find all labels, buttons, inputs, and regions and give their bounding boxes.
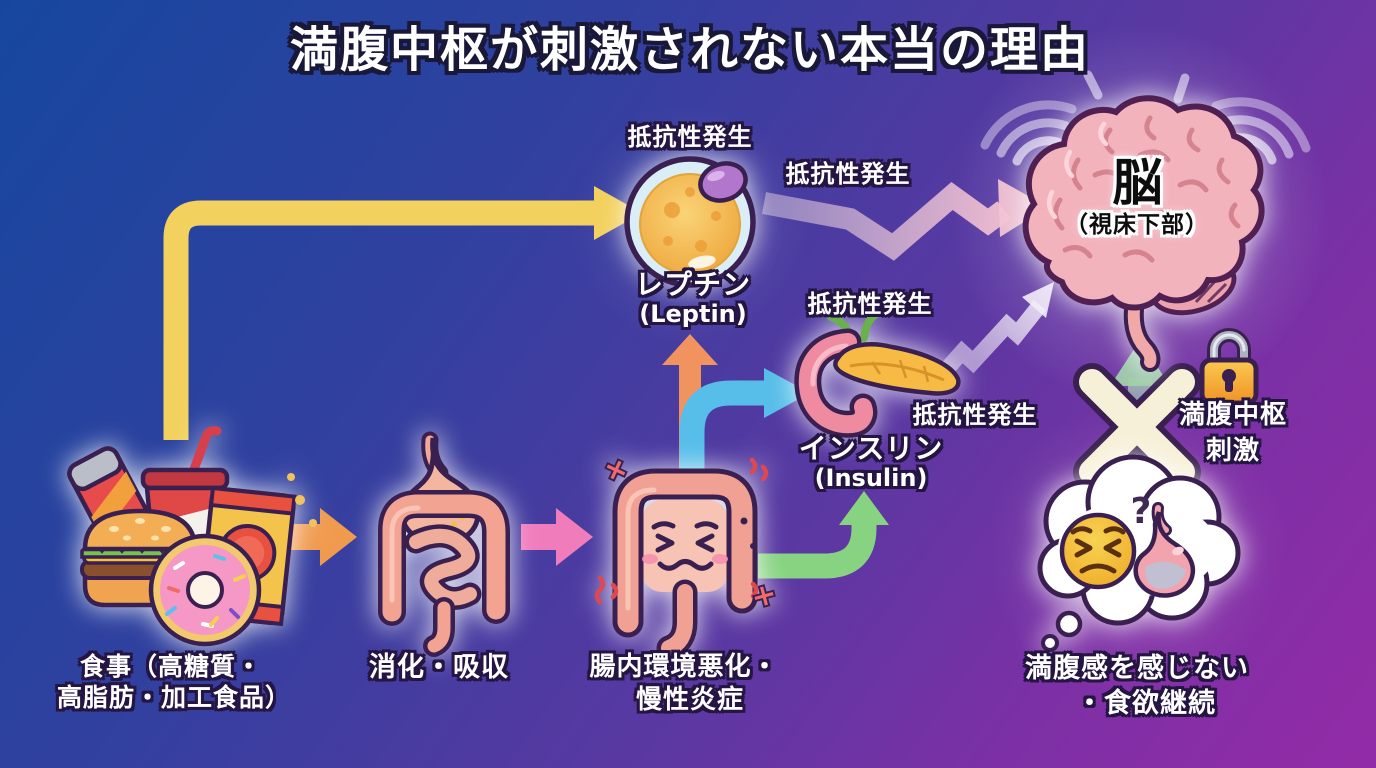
page-title: 満腹中枢が刺激されない本当の理由	[289, 22, 1091, 78]
gut-to-insulin-arrow	[758, 491, 889, 579]
food-label-line2: 高脂肪・加工食品）	[56, 683, 292, 712]
leptin-resistance-label: 抵抗性発生	[627, 123, 753, 151]
leptin-cell-icon	[624, 156, 756, 288]
pancreas-icon	[794, 308, 961, 438]
insulin-resistance-right-label: 抵抗性発生	[912, 401, 1038, 429]
thought-bubble-icon	[1037, 454, 1241, 652]
stomach-intestines-icon	[378, 431, 510, 657]
inflamed-gut-icon	[594, 457, 776, 661]
food-to-digestion-arrow	[286, 508, 357, 566]
microbe-spark	[604, 458, 628, 482]
x-mark-icon	[1073, 363, 1201, 491]
donut-icon	[148, 533, 262, 647]
insulin-name-label: インスリン	[798, 432, 944, 465]
stomach-icon	[1133, 502, 1196, 598]
brain-name-label: 脳	[1112, 154, 1164, 212]
fast-food-icon	[67, 426, 317, 647]
leptin-path-resistance-label: 抵抗性発生	[785, 160, 911, 188]
gut-label-line1: 腸内環境悪化・	[589, 652, 779, 682]
insulin-to-brain-zigzag-arrow	[922, 282, 1054, 396]
crumb	[309, 519, 317, 527]
thought-label-line2: ・食欲継続	[1076, 688, 1216, 719]
bubble-trail	[1041, 634, 1059, 652]
crumb	[295, 495, 305, 505]
microbe-spark	[752, 584, 776, 608]
question-mark: ?	[1130, 491, 1152, 532]
satiety-line1-label: 満腹中枢	[1178, 400, 1288, 430]
satiety-line2-label: 刺激	[1205, 436, 1261, 466]
brain-sub-label: （視床下部）	[1065, 212, 1209, 238]
gut-face	[651, 521, 719, 571]
gut-to-pancreas-arrow	[679, 368, 810, 490]
insulin-resistance-top-label: 抵抗性発生	[807, 290, 933, 318]
food-label-line1: 食事（高糖質・	[79, 652, 263, 681]
gut-label-line2: 慢性炎症	[635, 685, 745, 715]
distressed-face-icon	[1059, 512, 1137, 590]
brain-icon	[1022, 95, 1265, 372]
crumb	[287, 473, 295, 481]
inflammation-marks	[594, 457, 769, 605]
brain-highlights	[1046, 121, 1109, 220]
thought-label-line1: 満腹感を感じない	[1025, 653, 1249, 684]
insulin-en-label: (Insulin)	[814, 464, 928, 492]
food-to-leptin-arrow	[163, 186, 642, 440]
lock-icon	[1199, 328, 1259, 406]
leptin-to-brain-zigzag-arrow	[761, 179, 1048, 261]
leptin-name-label: レプチン	[634, 268, 752, 301]
bubble-trail	[1055, 610, 1083, 638]
digestion-label: 消化・吸収	[369, 652, 509, 683]
leptin-en-label: (Leptin)	[639, 300, 747, 328]
digestion-to-gut-arrow	[521, 508, 593, 566]
